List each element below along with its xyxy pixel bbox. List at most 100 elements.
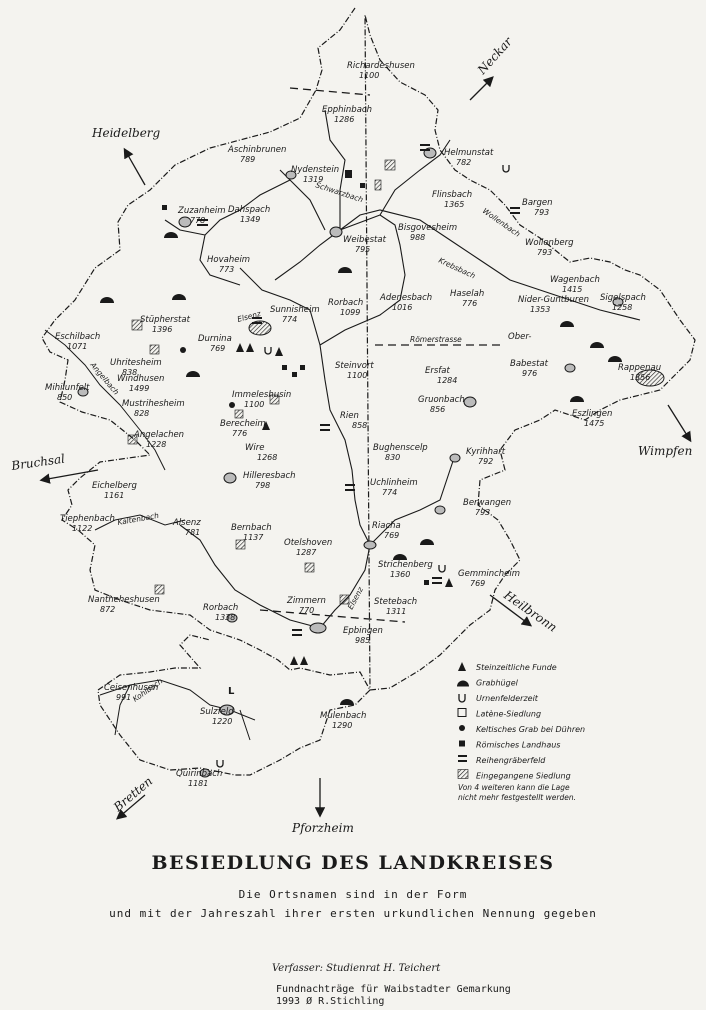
dir-label-neckar: Neckar [474,34,516,78]
stone-age-icon [236,343,244,352]
grave-mound-icon [608,356,622,362]
celtic-grave-icon [180,347,186,353]
grave-mound-icon [100,297,114,303]
grave-mound-icon [340,699,354,705]
legend: Steinzeitliche FundeGrabhügelUrnenfelder… [457,662,585,802]
halfcircle-icon: Grabhügel [457,679,519,688]
north-dashed-line [289,87,371,96]
town-kyrihhart-marker [449,453,461,463]
river-angelbach [44,329,166,471]
stone-age-icon [262,421,270,430]
grave-mound-icon [560,321,574,327]
abandoned-settlement-symbols [127,159,396,605]
map-title: BESIEDLUNG DES LANDKREISES [151,852,555,874]
legend-label: Reihengräberfeld [476,756,546,765]
arrow-bruchsal [39,469,99,484]
addendum-line1: Fundnachträge für Waibstadter Gemarkung [276,984,511,995]
legend-label: Urnenfelderzeit [476,694,539,703]
arrow-heidelberg [123,147,146,186]
author-credit: Verfasser: Studienrat H. Teichert [272,963,441,974]
hatched-icon: Eingegangene Siedlung [457,769,571,781]
dir-label-bruchsal: Bruchsal [9,452,65,474]
road-label-krebsbach: Krebsbach [437,256,477,281]
grave-mound-icon [338,267,352,273]
district-boundary [41,7,696,776]
roman-villa-icon [292,372,297,377]
town-quirinbach-marker [199,768,211,778]
arrow-heilbronn [489,594,533,627]
town-epbingen-marker [309,622,327,634]
addendum-line2: 1993 Ø R.Stichling [276,996,385,1007]
town-sigelspach-marker [612,297,624,307]
grave-mound-icon [172,294,186,300]
town-weibestat-marker [329,226,343,238]
bars-icon: Reihengräberfeld [458,755,546,765]
grave-mound-icon [186,371,200,377]
roman-villa-icon [282,365,287,370]
grave-mound-icon [570,396,584,402]
town-riacha-marker [363,540,377,550]
grave-mound-icon [164,232,178,238]
title-block: BESIEDLUNG DES LANDKREISES Die Ortsnamen… [0,852,706,920]
town-sulzfeld-marker [219,704,235,716]
legend-label: Steinzeitliche Funde [476,663,557,672]
dir-label-heidelberg: Heidelberg [91,126,161,140]
place-label: Ober- [508,332,531,342]
town-zuzanheim-marker [178,216,192,228]
latene-icon: Latène-Siedlung [457,708,541,719]
river-south [94,514,256,741]
road-label-kaltenbach: Kaltenbach [117,511,160,527]
arrow-neckar [469,76,494,101]
grave-mound-icon [393,554,407,560]
road-label-roemerstrasse: Römerstrasse [410,335,462,344]
map-subtitle-line2: und mit der Jahreszahl ihrer ersten urku… [109,907,597,920]
legend-note-line2: nicht mehr festgestellt werden. [458,793,576,802]
road-label-wollenbach: Wollenbach [481,206,522,239]
dir-label-bretten: Bretten [110,774,155,815]
dir-label-wimpfen: Wimpfen [638,444,692,458]
arrow-bretten [116,794,146,820]
town-rappenau-marker [635,369,665,387]
